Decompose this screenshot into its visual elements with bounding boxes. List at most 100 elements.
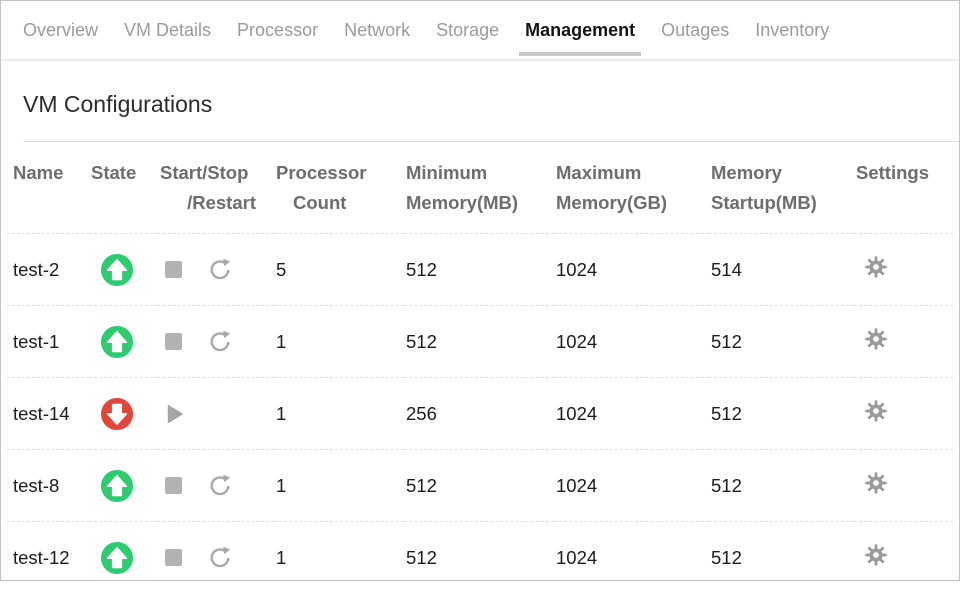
settings-cell [854, 233, 953, 306]
vm-controls-cell [158, 521, 274, 594]
settings-button[interactable] [864, 255, 888, 279]
restart-arrow-icon [210, 330, 231, 351]
memory-startup-cell: 512 [709, 521, 854, 594]
tab-inventory[interactable]: Inventory [755, 20, 830, 40]
state-stopped-down-arrow-icon [100, 397, 134, 431]
settings-button[interactable] [864, 399, 888, 423]
settings-cell [854, 305, 953, 378]
stop-button[interactable] [165, 477, 182, 494]
col-header-minimum-memory: Minimum Memory(MB) [406, 162, 519, 213]
stop-button[interactable] [165, 549, 182, 567]
stop-button[interactable] [165, 333, 182, 350]
settings-cell [854, 521, 953, 594]
memory-startup-cell: 512 [709, 449, 854, 522]
processor-count-cell: 5 [274, 233, 404, 306]
tab-processor[interactable]: Processor [237, 20, 319, 40]
tab-network[interactable]: Network [344, 20, 411, 40]
vm-state-cell [89, 377, 158, 450]
restart-button[interactable] [208, 258, 232, 282]
processor-count-cell: 1 [274, 449, 404, 522]
title-divider [23, 141, 959, 142]
vm-controls-cell [158, 305, 274, 378]
gear-icon [865, 256, 887, 278]
vm-controls-cell [158, 233, 274, 306]
vm-name: test-8 [7, 449, 89, 522]
tab-management[interactable]: Management [512, 1, 648, 59]
tab-overview[interactable]: Overview [23, 20, 99, 40]
memory-startup-cell: 512 [709, 377, 854, 450]
minimum-memory-cell: 512 [404, 449, 554, 522]
minimum-memory-cell: 512 [404, 305, 554, 378]
table-row: test-2 [7, 233, 953, 306]
tab-vm-details[interactable]: VM Details [124, 20, 212, 40]
vm-state-cell [89, 233, 158, 306]
memory-startup-cell: 514 [709, 233, 854, 306]
settings-cell [854, 449, 953, 522]
processor-count-cell: 1 [274, 305, 404, 378]
col-header-settings: Settings [856, 162, 929, 183]
restart-button[interactable] [208, 330, 232, 354]
col-header-name: Name [13, 162, 64, 183]
tab-bar: Overview VM Details Processor Network Storag… [1, 1, 959, 61]
tab-storage[interactable]: Storage [436, 20, 500, 40]
vm-name-label: test-8 [13, 474, 60, 496]
vm-name: test-2 [7, 233, 89, 306]
maximum-memory-cell: 1024 [554, 377, 709, 450]
vm-configurations-table: Name State Start/Stop /Restart Processor… [7, 142, 953, 594]
maximum-memory-cell: 1024 [554, 521, 709, 594]
stop-square-icon [165, 477, 182, 494]
vm-controls-cell [158, 377, 274, 450]
play-triangle-icon [167, 404, 183, 423]
minimum-memory-cell: 256 [404, 377, 554, 450]
stop-square-icon [165, 549, 182, 567]
page-title: VM Configurations [23, 91, 213, 117]
minimum-memory-cell: 512 [404, 233, 554, 306]
table-row: test-8 [7, 449, 953, 522]
vm-state-cell [89, 521, 158, 594]
state-running-up-arrow-icon [100, 253, 134, 287]
restart-button[interactable] [208, 474, 232, 498]
vm-controls-cell [158, 449, 274, 522]
col-header-processor-count: Processor Count [276, 162, 367, 213]
state-running-up-arrow-icon [100, 325, 134, 359]
settings-button[interactable] [864, 543, 888, 567]
col-header-maximum-memory: Maximum Memory(GB) [556, 162, 668, 213]
restart-arrow-icon [210, 258, 231, 279]
vm-name-label: test-12 [13, 546, 70, 568]
vm-state-cell [89, 449, 158, 522]
processor-count-cell: 1 [274, 521, 404, 594]
restart-arrow-icon [210, 546, 231, 567]
vm-configurations-section: Name State Start/Stop /Restart Processor… [1, 142, 959, 594]
processor-count-cell: 1 [274, 377, 404, 450]
stop-button[interactable] [165, 261, 182, 278]
start-button[interactable] [165, 404, 185, 424]
stop-square-icon [165, 261, 182, 278]
tab-outages[interactable]: Outages [661, 20, 730, 40]
col-header-memory-startup: Memory Startup(MB) [711, 162, 817, 213]
table-header-row: Name State Start/Stop /Restart Processor… [7, 142, 953, 234]
vm-name-label: test-1 [13, 330, 60, 352]
restart-button[interactable] [208, 546, 232, 570]
settings-button[interactable] [864, 471, 888, 495]
gear-icon [865, 400, 887, 422]
gear-icon [865, 472, 887, 494]
memory-startup-cell: 512 [709, 305, 854, 378]
settings-button[interactable] [864, 327, 888, 351]
maximum-memory-cell: 1024 [554, 449, 709, 522]
vm-name-label: test-14 [13, 402, 70, 424]
state-running-up-arrow-icon [100, 541, 134, 575]
table-row: test-12 [7, 521, 953, 594]
stop-square-icon [165, 333, 182, 350]
table-row: test-1 [7, 305, 953, 378]
minimum-memory-cell: 512 [404, 521, 554, 594]
vm-name-label: test-2 [13, 258, 60, 280]
gear-icon [865, 544, 887, 567]
vm-name: test-14 [7, 377, 89, 450]
table-row: test-14 [7, 377, 953, 450]
restart-arrow-icon [210, 474, 231, 495]
col-header-state: State [91, 162, 137, 183]
maximum-memory-cell: 1024 [554, 305, 709, 378]
maximum-memory-cell: 1024 [554, 233, 709, 306]
vm-name: test-1 [7, 305, 89, 378]
col-header-start-stop-restart: Start/Stop /Restart [160, 162, 256, 213]
